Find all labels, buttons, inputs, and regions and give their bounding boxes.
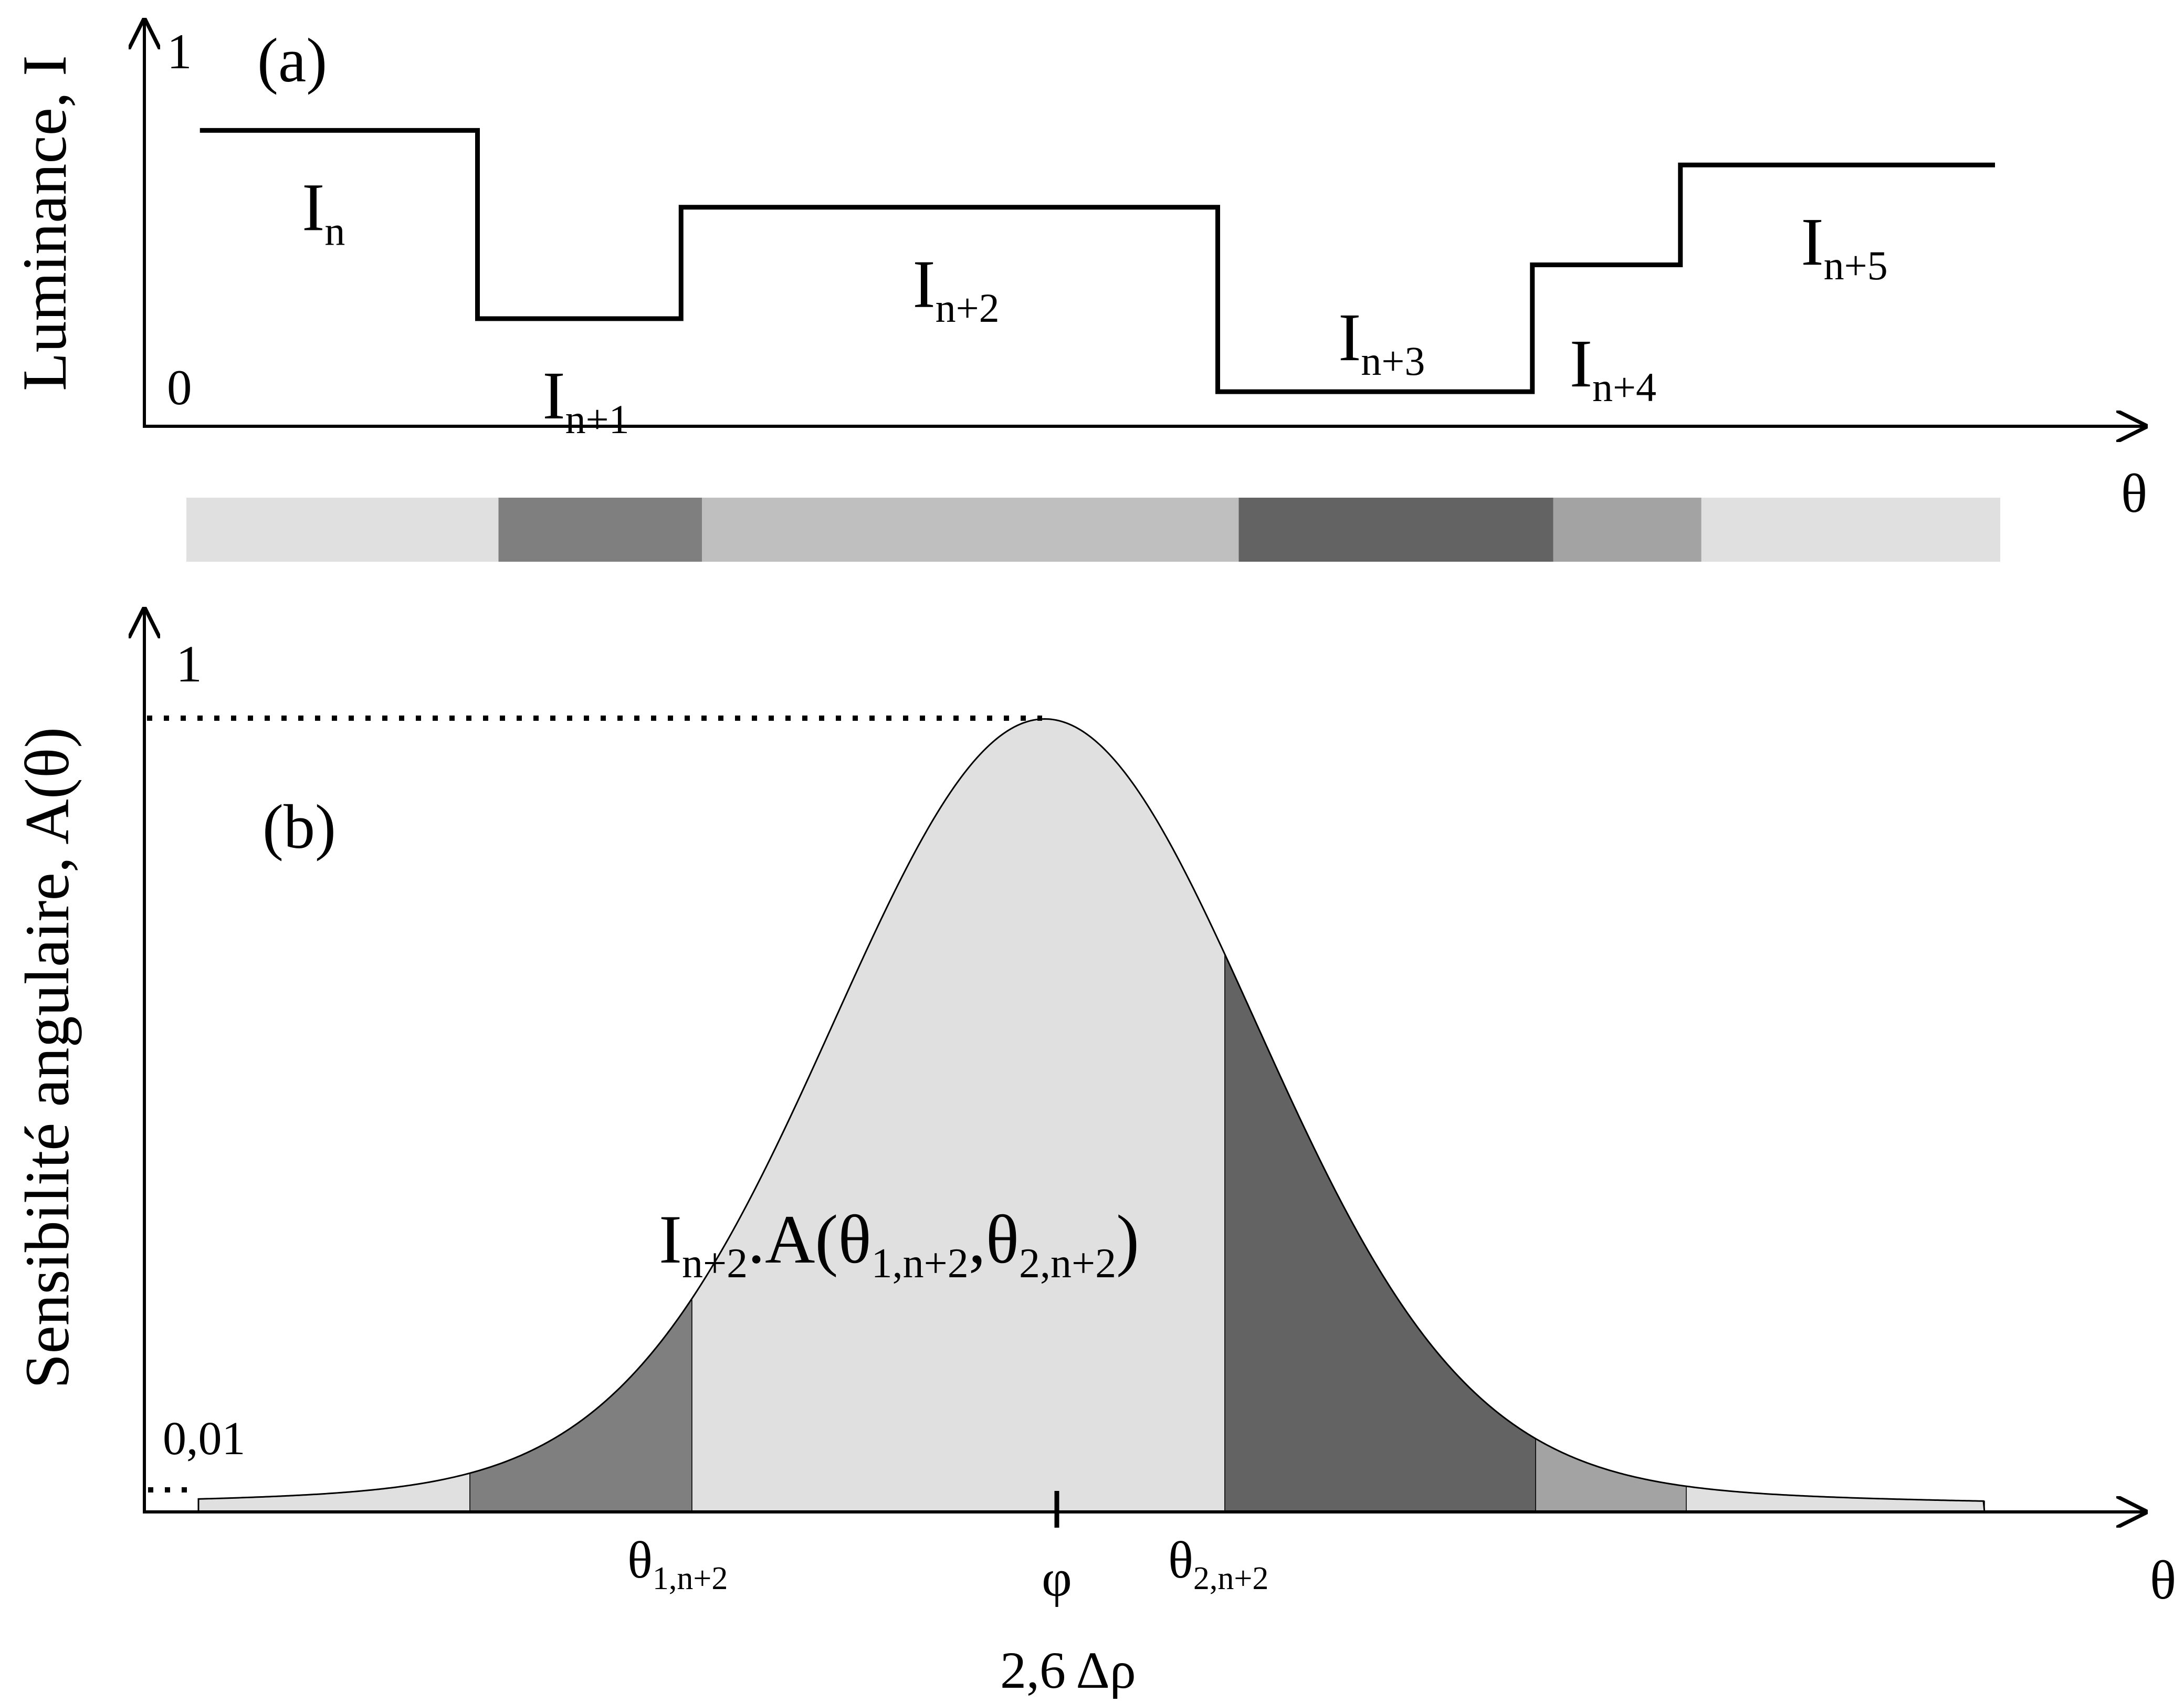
segment-label-1: In+1 xyxy=(542,358,629,442)
segment-label-3: In+3 xyxy=(1338,300,1425,384)
theta1-label: θ1,n+2 xyxy=(627,1531,728,1596)
panel-a-y-top-tick: 1 xyxy=(167,24,192,79)
strip-block-0 xyxy=(186,498,499,562)
strip-block-4 xyxy=(1553,498,1702,562)
curve-region-4 xyxy=(1535,1438,1687,1512)
curve-region-3 xyxy=(1224,954,1536,1512)
curve-region-2 xyxy=(691,718,1225,1512)
panel-b-y-low-tick: 0,01 xyxy=(163,1413,246,1465)
strip-block-3 xyxy=(1238,498,1553,562)
luminance-strip xyxy=(186,498,2000,562)
curve-region-5 xyxy=(1686,1486,1985,1512)
panel-b-y-axis-label: Sensibilité angulaire, A(θ) xyxy=(12,727,82,1389)
panel-b-label: (b) xyxy=(262,792,336,861)
panel-a-y-axis-label: Luminance, I xyxy=(9,55,79,391)
curve-region-1 xyxy=(469,1297,692,1512)
sensitivity-curve-outline xyxy=(197,718,1986,1512)
segment-label-2: In+2 xyxy=(912,247,999,331)
width-label: 2,6 Δρ xyxy=(1000,1641,1136,1699)
segment-label-4: In+4 xyxy=(1570,326,1656,410)
panel-a-x-axis-label: θ xyxy=(2121,462,2147,524)
strip-block-5 xyxy=(1701,498,2000,562)
theta2-label: θ2,n+2 xyxy=(1168,1531,1268,1596)
sensitivity-curve-fills xyxy=(198,718,1985,1512)
panel-b-x-axis-label: θ xyxy=(2150,1549,2176,1611)
area-formula-label: In+2.A(θ1,n+2,θ2,n+2) xyxy=(659,1201,1139,1287)
panel-b-y-top-tick: 1 xyxy=(176,635,202,693)
phi-label: φ xyxy=(1042,1549,1072,1607)
panel-a-label: (a) xyxy=(257,25,327,95)
panel-b: (b) 1 0,01 Sensibilité angulaire, A(θ) θ… xyxy=(12,610,2176,1699)
luminance-step-line xyxy=(200,128,1995,394)
segment-label-5: In+5 xyxy=(1801,204,1887,288)
segment-label-0: In xyxy=(302,170,345,254)
strip-block-1 xyxy=(498,498,702,562)
panel-a-y-bottom-tick: 0 xyxy=(167,360,192,415)
strip-block-2 xyxy=(702,498,1239,562)
